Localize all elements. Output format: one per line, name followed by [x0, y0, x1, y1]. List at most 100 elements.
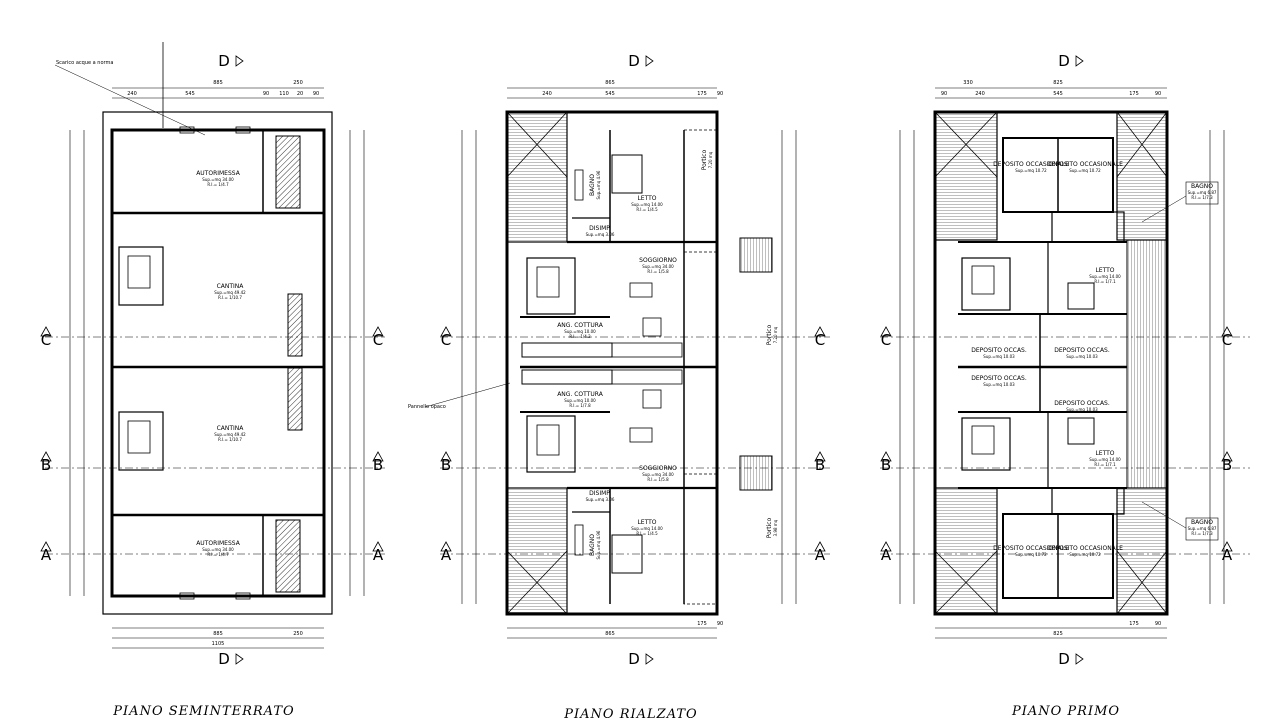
room-area: Sup.=mq 10.72 [1069, 168, 1101, 173]
section-arrow-icon [440, 326, 452, 337]
room-area: 7.20 mq [773, 326, 778, 343]
room-label: CANTINA [217, 283, 245, 290]
dimension-label: 175 [1129, 621, 1139, 627]
room-area: Sup.=mq 10.00 [564, 329, 596, 334]
dimension-label: 90 [941, 91, 947, 97]
section-marker-c: C [373, 331, 383, 349]
dimension-label: 825 [1053, 631, 1063, 637]
section-arrow-icon [40, 326, 52, 337]
section-marker-b: B [373, 456, 383, 474]
room-area: Sup.=mq 10.00 [564, 398, 596, 403]
floor-caption-rialzato: PIANO RIALZATO [564, 707, 698, 722]
room-area: Sup.=mq 14.00 [631, 202, 663, 207]
dimension-label: 885 [213, 80, 223, 86]
section-marker-c: C [41, 331, 51, 349]
section-marker-a: A [41, 546, 52, 564]
room-ri: R.I.= 1/7.3 [1191, 195, 1213, 200]
room-area: Sup.=mq 10.03 [1066, 407, 1098, 412]
section-arrow-icon [1221, 541, 1233, 552]
section-arrow-icon [235, 55, 244, 67]
dimension-label: 250 [293, 80, 303, 86]
room-label: DEPOSITO OCCASIONALE [993, 161, 1069, 168]
room-label: AUTORIMESSA [196, 540, 241, 547]
dimension-label: 545 [605, 91, 615, 97]
section-arrow-icon [1075, 653, 1084, 665]
room-area: Sup.=mq 4.96 [596, 170, 601, 199]
room-label: DEPOSITO OCCASIONALE [993, 545, 1069, 552]
section-marker-d-top: D [218, 52, 230, 70]
room-area: Sup.=mq 34.00 [642, 472, 674, 477]
dimension-label: 865 [605, 80, 615, 86]
section-arrow-icon [1221, 451, 1233, 462]
dimension-label: 90 [263, 91, 269, 97]
floor-caption-seminterrato: PIANO SEMINTERRATO [113, 704, 295, 719]
room-area: Sup.=mq 10.03 [983, 382, 1015, 387]
room-label: DEPOSITO OCCAS. [1054, 347, 1110, 354]
room-area: Sup.=mq 14.00 [1089, 274, 1121, 279]
section-marker-d-top: D [1058, 52, 1070, 70]
room-area: Sup.=mq 3.06 [586, 232, 615, 237]
room-ri: R.I.= 1/4.2 [569, 334, 591, 339]
section-marker-a: A [815, 546, 826, 564]
room-label: DEPOSITO OCCASIONALE [1047, 545, 1123, 552]
dimension-label: 865 [605, 631, 615, 637]
dimension-label: 330 [963, 80, 973, 86]
room-label: LETTO [637, 195, 656, 202]
room-label: LETTO [1095, 267, 1114, 274]
section-marker-c: C [441, 331, 451, 349]
room-label: BAGNO [589, 534, 596, 556]
room-area: Sup.=mq 10.72 [1069, 552, 1101, 557]
section-marker-b: B [1222, 456, 1232, 474]
section-arrow-icon [645, 55, 654, 67]
room-label: DISIMP. [589, 490, 611, 497]
drain-note: Scarico acque a norma [56, 60, 113, 66]
room-label: BAGNO [589, 174, 596, 196]
room-ri: R.I.= 1/4.7 [207, 552, 229, 557]
dimension-label: 545 [1053, 91, 1063, 97]
dimension-label: 885 [213, 631, 223, 637]
dimension-label: 240 [127, 91, 137, 97]
plan-seminterrato [45, 42, 385, 649]
room-ri: R.I.= 1/10.7 [218, 295, 242, 300]
dimension-label: 250 [293, 631, 303, 637]
room-ri: R.I.= 1/7.1 [1094, 279, 1116, 284]
room-area: Sup.=mq 10.72 [1015, 168, 1047, 173]
room-ri: R.I.= 1/10.7 [218, 437, 242, 442]
room-ri: R.I.= 1/5.8 [647, 269, 669, 274]
section-arrow-icon [880, 451, 892, 462]
section-marker-a: A [881, 546, 892, 564]
section-arrow-icon [235, 653, 244, 665]
section-marker-d-bottom: D [218, 650, 230, 668]
section-marker-c: C [881, 331, 891, 349]
section-marker-d-bottom: D [628, 650, 640, 668]
room-ri: R.I.= 1/7.8 [569, 403, 591, 408]
floor-caption-primo: PIANO PRIMO [1011, 704, 1121, 719]
room-label: SOGGIORNO [639, 465, 677, 472]
room-area: 3.98 mq [773, 519, 778, 536]
room-label: AUTORIMESSA [196, 170, 241, 177]
section-marker-d-top: D [628, 52, 640, 70]
room-area: Sup.=mq 49.42 [214, 432, 246, 437]
room-area: Sup.=mq 14.00 [1089, 457, 1121, 462]
dimension-label: 545 [185, 91, 195, 97]
room-ri: R.I.= 1/4.5 [636, 531, 658, 536]
room-area: 7.20 mq [708, 151, 713, 168]
section-marker-a: A [373, 546, 384, 564]
section-arrow-icon [880, 326, 892, 337]
dimension-label: 240 [542, 91, 552, 97]
room-area: Sup.=mq 4.96 [596, 530, 601, 559]
room-label: DEPOSITO OCCAS. [1054, 400, 1110, 407]
room-label: Portico [766, 517, 773, 538]
room-area: Sup.=mq 3.06 [586, 497, 615, 502]
section-arrow-icon [880, 541, 892, 552]
section-arrow-icon [645, 653, 654, 665]
section-marker-b: B [441, 456, 451, 474]
room-ri: R.I.= 1/7.1 [1094, 462, 1116, 467]
room-ri: R.I.= 1/5.8 [647, 477, 669, 482]
plan-rialzato [424, 87, 830, 639]
room-label: LETTO [1095, 450, 1114, 457]
dimension-label: 90 [1155, 621, 1161, 627]
room-label: DEPOSITO OCCAS. [971, 347, 1027, 354]
room-label: DEPOSITO OCCASIONALE [1047, 161, 1123, 168]
